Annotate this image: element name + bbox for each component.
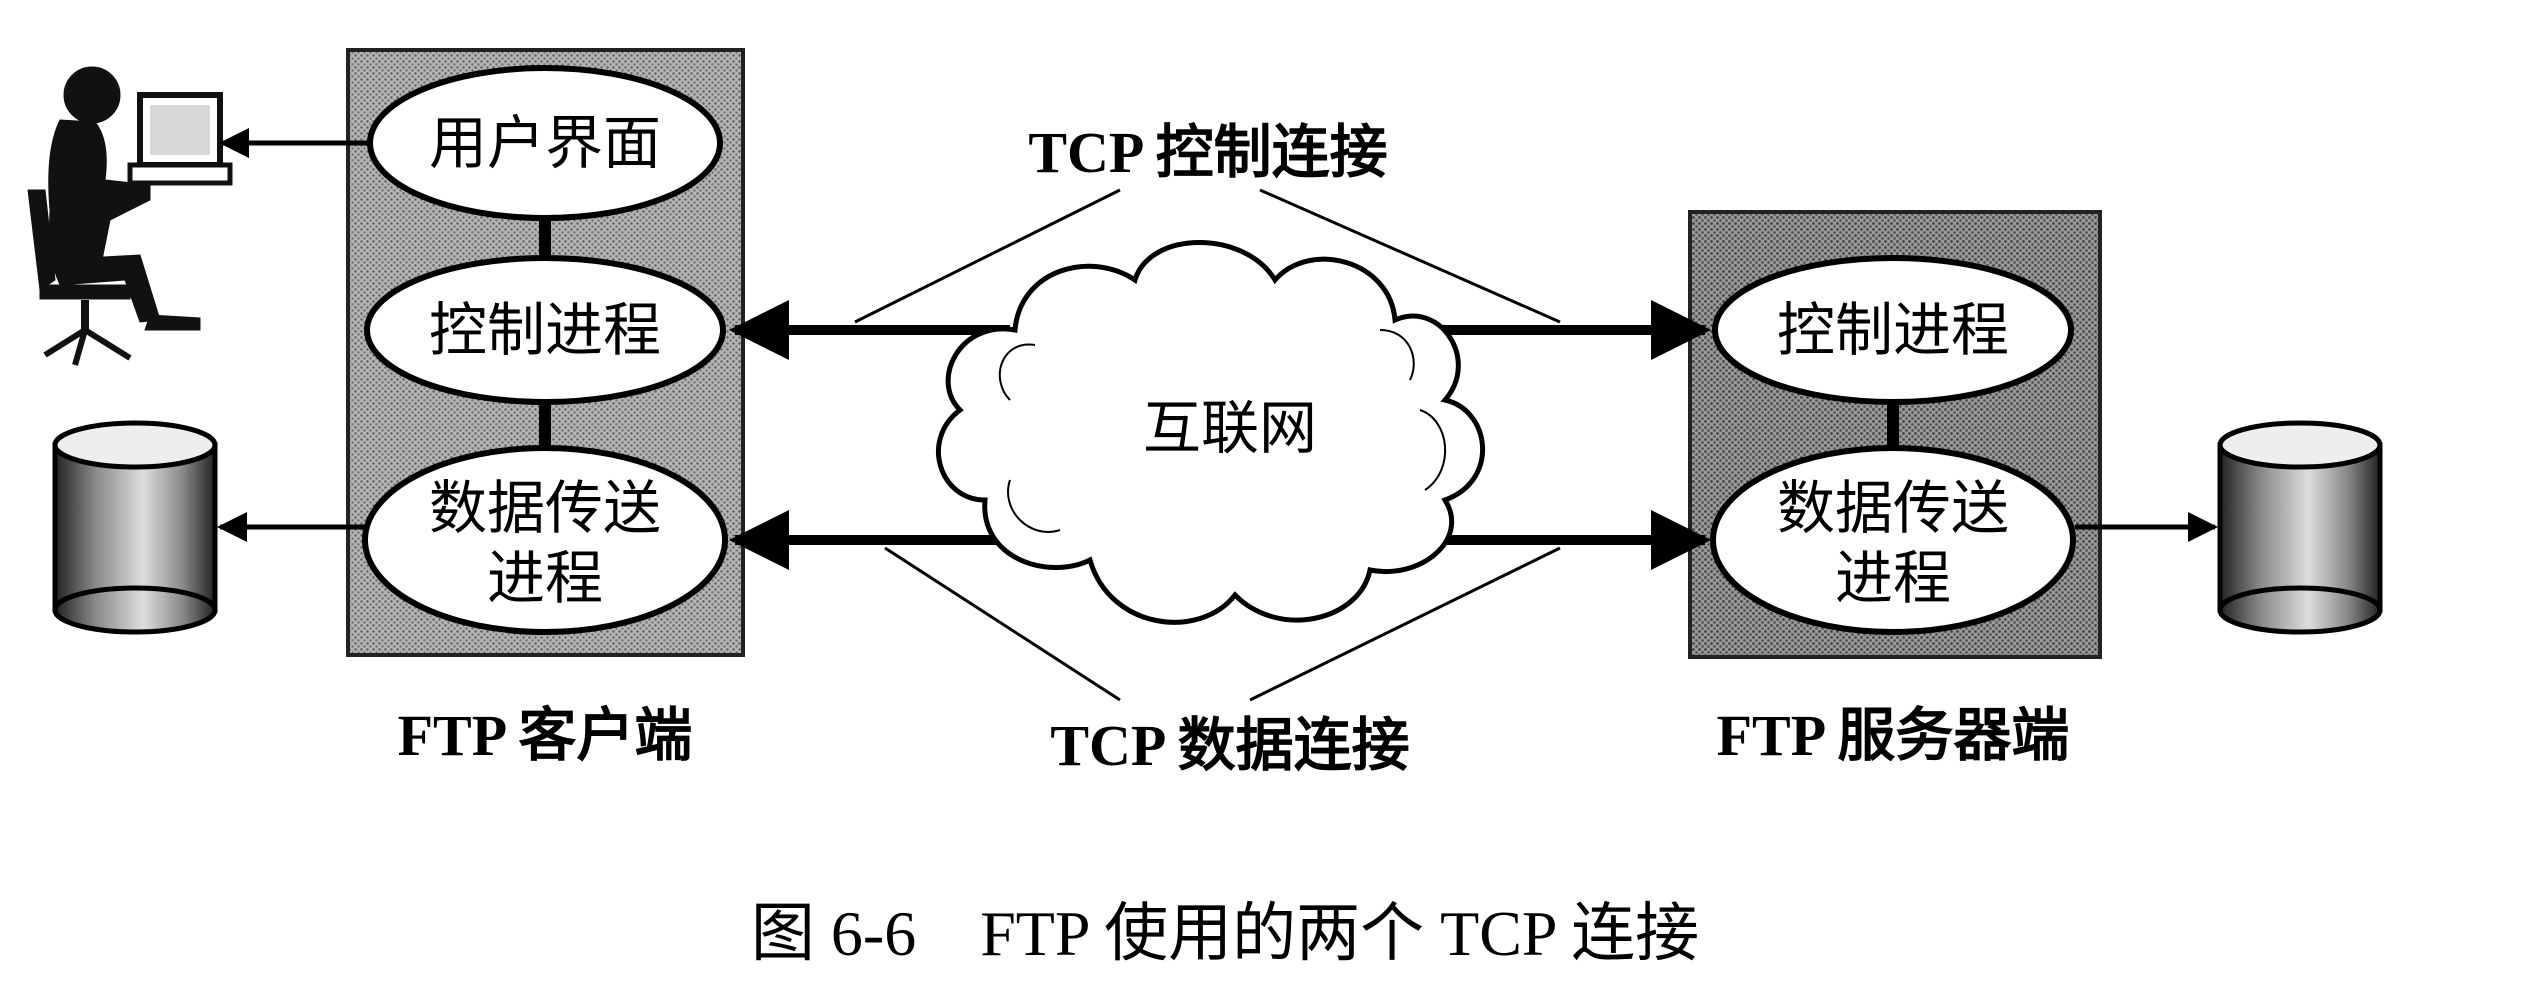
server-control-process: 控制进程 xyxy=(1712,255,2074,405)
internet-label: 互联网 xyxy=(1143,394,1317,462)
control-connection-label: TCP 控制连接 xyxy=(1028,120,1387,185)
internet-cloud-icon: 互联网 xyxy=(935,240,1485,625)
server-data-label-1: 数据传送 xyxy=(1777,474,2009,542)
server-label: FTP 服务器端 xyxy=(1717,703,2070,768)
figure-caption: 图 6-6 FTP 使用的两个 TCP 连接 xyxy=(751,898,1699,969)
user-at-computer-icon xyxy=(27,66,233,366)
data-connection-label: TCP 数据连接 xyxy=(1050,713,1409,778)
client-disk-icon xyxy=(52,420,218,635)
client-data-label-1: 数据传送 xyxy=(429,474,661,542)
data-label-line-right xyxy=(1249,546,1561,702)
server-data-label-2: 进程 xyxy=(1835,544,1951,612)
client-user-interface: 用户界面 xyxy=(367,65,723,221)
client-control-label: 控制进程 xyxy=(429,296,661,364)
server-data-process: 数据传送 进程 xyxy=(1710,445,2076,635)
client-label: FTP 客户端 xyxy=(398,703,693,768)
server-disk-icon xyxy=(2217,420,2383,635)
data-label-line-left xyxy=(884,546,1121,702)
client-ui-label: 用户界面 xyxy=(429,109,661,177)
server-control-label: 控制进程 xyxy=(1777,296,2009,364)
client-data-label-2: 进程 xyxy=(487,544,603,612)
control-label-line-right xyxy=(1259,188,1561,324)
control-label-line-left xyxy=(854,188,1121,324)
client-control-process: 控制进程 xyxy=(364,255,726,405)
client-data-process: 数据传送 进程 xyxy=(362,445,728,635)
